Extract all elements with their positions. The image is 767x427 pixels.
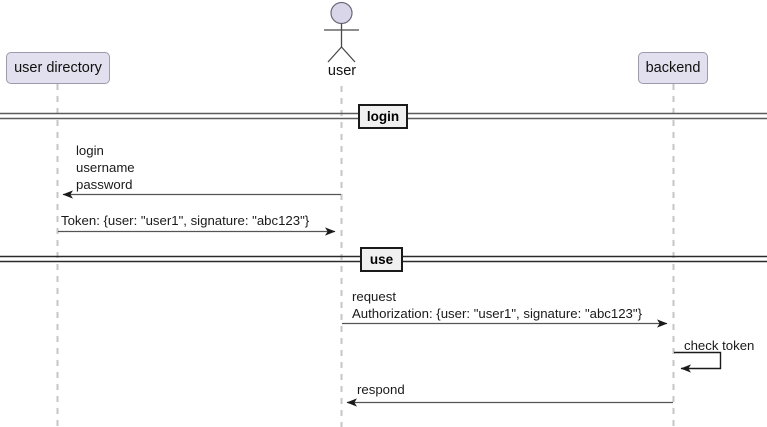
participant-user-directory[interactable]: user directory (6, 52, 110, 84)
fragment-login-text: login (366, 108, 400, 124)
message-arrow-check-token (674, 351, 722, 373)
message-label-token: Token: {user: "user1", signature: "abc12… (61, 212, 309, 229)
message-label-login-line-2: username (76, 160, 135, 175)
participant-user-directory-label: user directory (14, 59, 102, 76)
message-label-request-line-1: request (352, 289, 396, 304)
participant-backend[interactable]: backend (638, 52, 708, 84)
message-label-login-line-3: password (76, 177, 133, 192)
fragment-label-login[interactable]: login (358, 104, 408, 129)
message-label-login: login username password (76, 142, 135, 193)
message-label-respond-line-1: respond (357, 382, 405, 397)
participant-user-label: user (327, 63, 357, 79)
message-label-token-line-1: Token: {user: "user1", signature: "abc12… (61, 213, 310, 228)
message-label-request: request Authorization: {user: "user1", s… (352, 288, 642, 322)
participant-backend-label: backend (645, 59, 701, 76)
message-label-request-line-2: Authorization: {user: "user1", signature… (352, 306, 642, 321)
message-label-login-line-1: login (76, 143, 104, 158)
message-label-respond: respond (357, 381, 405, 398)
fragment-use-text: use (369, 251, 394, 267)
message-label-check-token-line-1: check token (684, 338, 755, 353)
fragment-label-use[interactable]: use (360, 247, 403, 272)
message-label-check-token: check token (684, 337, 754, 354)
actor-user-figure (324, 1, 359, 63)
